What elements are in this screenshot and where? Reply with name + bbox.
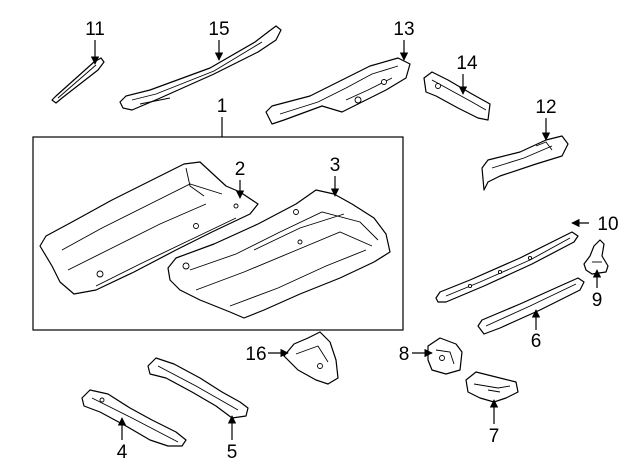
assembly-box: [32, 136, 404, 331]
callout-3: 3: [330, 155, 341, 176]
callout-15: 15: [208, 19, 229, 40]
callout-9: 9: [592, 290, 603, 311]
part-7-bracket: [465, 371, 519, 403]
callout-13: 13: [393, 19, 414, 40]
callout-10: 10: [597, 214, 618, 235]
callout-5: 5: [227, 442, 238, 463]
callout-6: 6: [531, 331, 542, 352]
part-3-floor-pan: [167, 189, 391, 319]
part-10-rail-strip: [435, 231, 579, 303]
part-2-floor-pan: [39, 161, 259, 295]
callout-7: 7: [489, 426, 500, 447]
callout-1: 1: [217, 96, 228, 117]
callout-4: 4: [117, 442, 128, 463]
part-11-rail: [51, 57, 105, 104]
part-12-crossmember: [481, 135, 569, 191]
part-5-crossmember: [147, 357, 249, 419]
callout-14: 14: [456, 53, 478, 74]
callout-8: 8: [399, 344, 410, 365]
callout-16: 16: [245, 344, 266, 365]
part-9-gusset: [583, 239, 609, 275]
callout-12: 12: [535, 97, 556, 118]
part-8-bracket: [427, 337, 463, 375]
callout-labels: 11 15 13 14 12 1 2 3 10 9 6 8 16 7 5 4: [85, 19, 618, 463]
part-4-crossmember: [81, 389, 187, 447]
callout-2: 2: [235, 159, 246, 180]
part-15-sill-rail: [119, 25, 282, 111]
part-16-bracket: [283, 331, 339, 385]
leader-lines: [90, 40, 602, 440]
part-14-bracket: [423, 71, 491, 121]
part-6-sill-reinforcement: [477, 277, 585, 335]
callout-11: 11: [85, 19, 105, 40]
part-13-rear-rail: [265, 57, 411, 125]
